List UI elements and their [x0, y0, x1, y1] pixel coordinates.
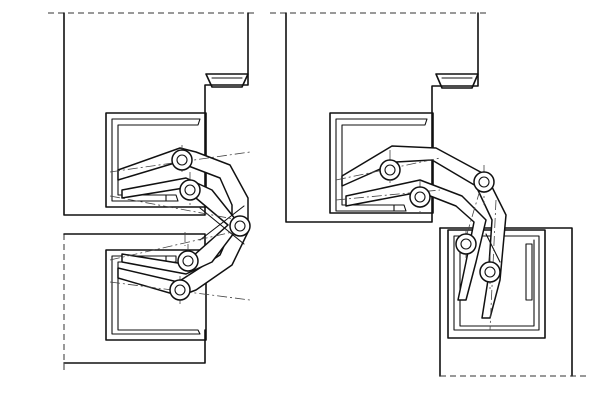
mounting-screw-recess [435, 73, 479, 89]
linkage-arms-closed [117, 147, 249, 297]
pivot-pins-open [379, 159, 501, 283]
frame-upper [48, 12, 258, 216]
mounting-screw-recess [205, 73, 249, 88]
pivot-pins-closed [169, 149, 251, 301]
hinge-body-door-open [447, 229, 546, 339]
panel-open [270, 12, 590, 377]
panel-closed [48, 12, 258, 374]
hinge-body-frame-open [329, 112, 434, 214]
